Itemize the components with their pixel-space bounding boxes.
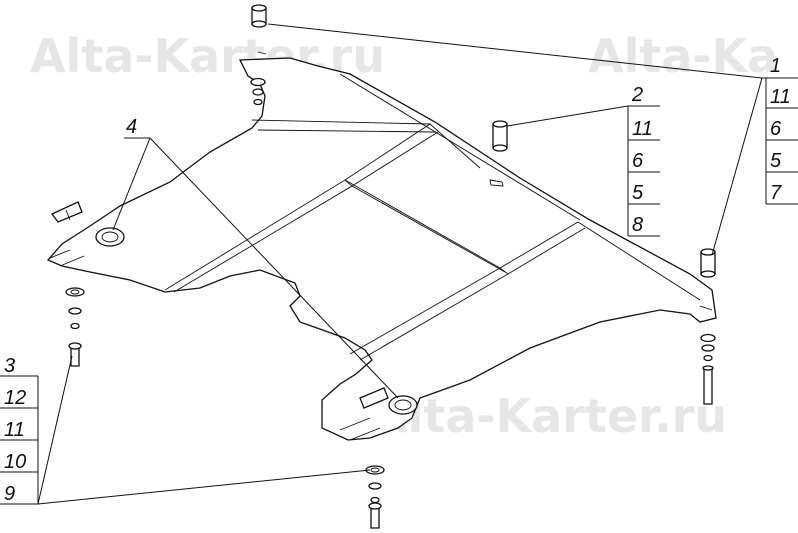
- fastener-stack-left: [65, 287, 85, 367]
- callout-right-3: 6: [770, 118, 782, 140]
- watermark-bottom: Alta-Karter.ru: [372, 389, 727, 443]
- callout-mid-4: 5: [632, 182, 644, 204]
- callout-table-mid: 2 11 6 5 8: [627, 84, 660, 237]
- fastener-stack-bottom: [365, 465, 385, 529]
- callout-right-5: 7: [770, 182, 782, 204]
- washer-stack-top: [250, 77, 266, 106]
- watermark-top-right: Alta-Ka: [588, 29, 778, 83]
- skid-plate: [46, 57, 717, 441]
- callout-mid-3: 6: [632, 150, 644, 172]
- callout-right-2: 11: [770, 86, 791, 108]
- callout-table-right: 1 11 6 5 7: [765, 55, 798, 205]
- plate-hole-bottom: [388, 395, 418, 415]
- spacer-mid: [492, 120, 508, 152]
- callout-left-5: 9: [4, 483, 15, 505]
- bottom-bracket-tab: [339, 387, 389, 441]
- callout-left-2: 12: [4, 387, 26, 409]
- leader-lines: [37, 23, 766, 505]
- callout-mid-1: 2: [631, 84, 643, 106]
- callout-left-4: 10: [4, 451, 26, 473]
- callout-mid-5: 8: [632, 214, 643, 236]
- spacer-right: [699, 248, 716, 311]
- callout-right-4: 5: [770, 150, 782, 172]
- callout-top: 4: [124, 116, 150, 139]
- spacer-top: [251, 4, 267, 55]
- callout-mid-2: 11: [632, 118, 653, 140]
- plate-hole-left: [95, 227, 125, 247]
- callout-4-label: 4: [126, 116, 137, 138]
- left-bracket-tab: [49, 201, 85, 267]
- callout-left-1: 3: [4, 355, 15, 377]
- callout-right-1: 1: [770, 55, 781, 77]
- callout-table-left: 3 12 11 10 9: [0, 355, 39, 505]
- fastener-stack-right: [700, 333, 716, 405]
- callout-left-3: 11: [4, 419, 25, 441]
